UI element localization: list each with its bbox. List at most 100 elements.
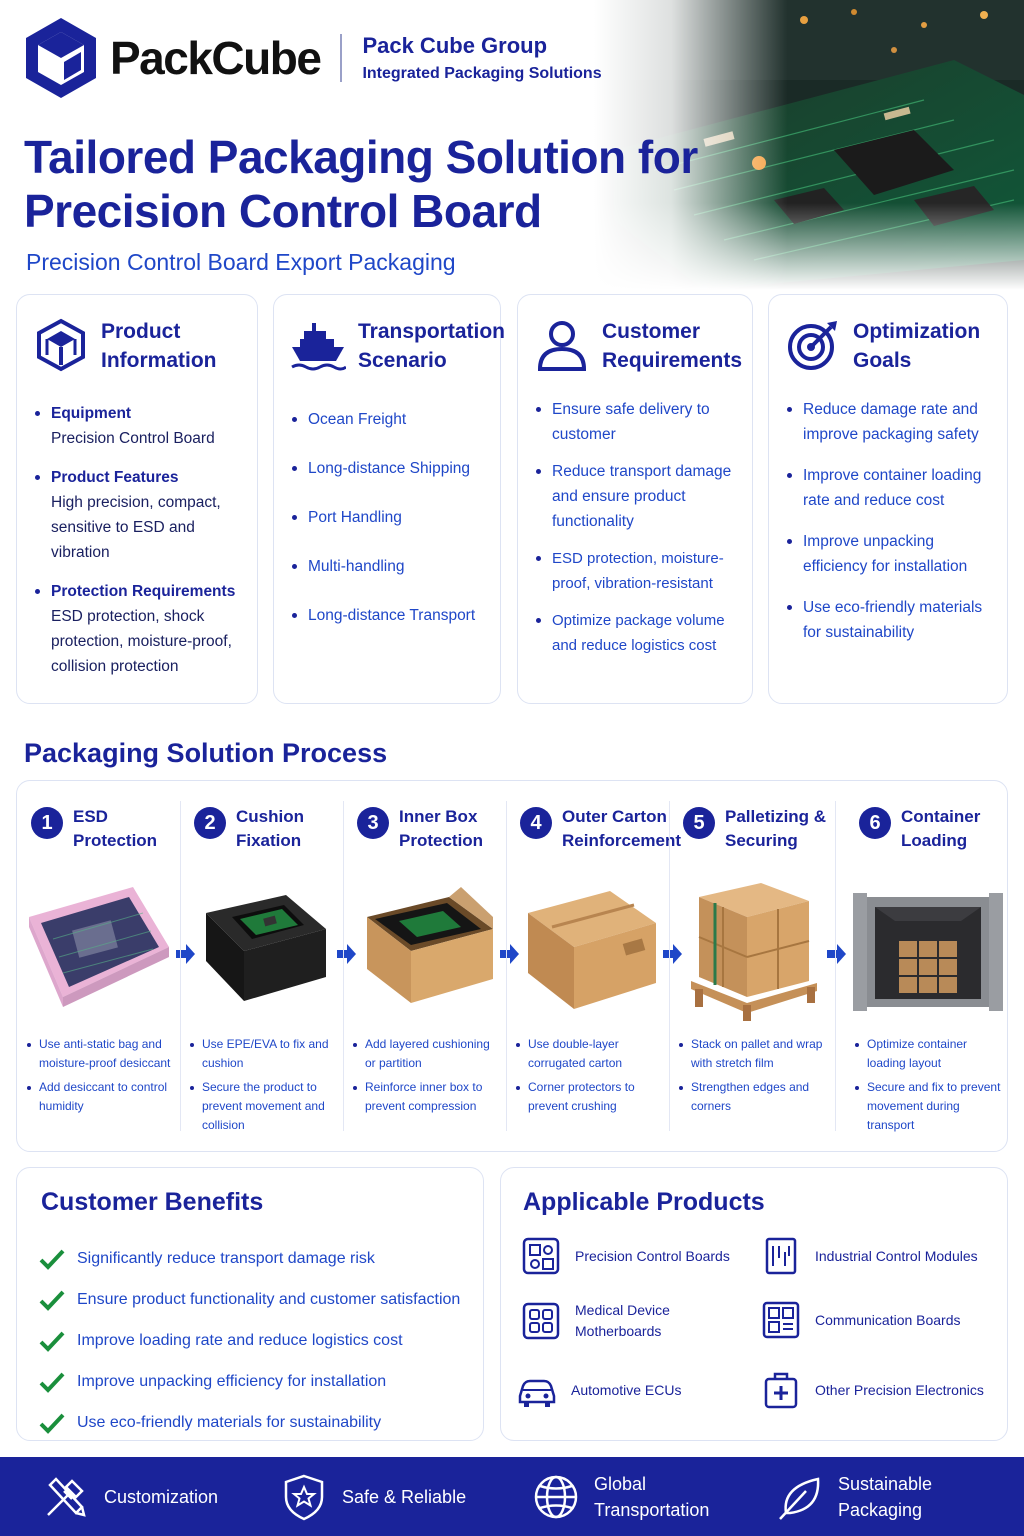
product-label: Industrial Control Modules — [815, 1246, 978, 1267]
step-title-line: Fixation — [236, 831, 302, 850]
product-item: Industrial Control Modules — [761, 1236, 978, 1276]
arrow-right-icon — [500, 944, 519, 964]
benefit-item: Improve unpacking efficiency for install… — [39, 1361, 460, 1402]
step-title-line: Protection — [73, 831, 158, 850]
list-item: Reduce damage rate and improve packaging… — [787, 397, 997, 447]
product-label: Automotive ECUs — [571, 1380, 681, 1401]
user-icon — [537, 321, 587, 371]
step-title-line: Inner Box — [399, 807, 478, 826]
step-notes: Use EPE/EVA to fix and cushion Secure th… — [188, 1035, 339, 1140]
foam-cushion-image — [206, 895, 326, 1001]
benefit-item: Use eco-friendly materials for sustainab… — [39, 1402, 460, 1443]
step-number: 4 — [520, 807, 552, 839]
product-label-line: Automotive ECUs — [571, 1381, 682, 1398]
comm-board-icon — [762, 1301, 800, 1339]
benefits-list: Significantly reduce transport damage ri… — [39, 1238, 460, 1443]
product-label-line: Medical Device — [575, 1302, 670, 1318]
step-title: Palletizing &Securing — [725, 805, 826, 853]
group-tagline: Integrated Packaging Solutions — [362, 65, 602, 82]
step-number: 5 — [683, 807, 715, 839]
step-divider — [669, 801, 670, 1131]
step-number: 3 — [357, 807, 389, 839]
check-icon — [39, 1413, 65, 1434]
brand-name: PackCube — [110, 32, 322, 84]
card-list: Ensure safe delivery to customer Reduce … — [518, 397, 752, 658]
footer-label-line: Transportation — [594, 1499, 710, 1520]
product-label: Other Precision Electronics — [815, 1380, 984, 1401]
step-divider — [835, 801, 836, 1131]
benefit-text: Improve unpacking efficiency for install… — [77, 1372, 387, 1390]
list-item: Improve container loading rate and reduc… — [787, 463, 997, 513]
list-item: Multi-handling — [292, 554, 490, 579]
item-value: Precision Control Board — [51, 430, 215, 447]
card-title-line: Scenario — [358, 349, 447, 372]
medical-kit-icon — [764, 1372, 798, 1409]
footer-item-customization: Customization — [42, 1473, 218, 1521]
list-item: Reduce transport damage and ensure produ… — [536, 459, 742, 534]
step-notes: Stack on pallet and wrap with stretch fi… — [677, 1035, 831, 1121]
arrow-right-icon — [176, 944, 195, 964]
list-item: Port Handling — [292, 505, 490, 530]
item-label: Equipment — [51, 405, 132, 422]
product-label-line: Other Precision Electronics — [815, 1381, 984, 1398]
card-title-line: Information — [101, 349, 217, 372]
group-block: Pack Cube Group Integrated Packaging Sol… — [362, 33, 601, 83]
card-list: Reduce damage rate and improve packaging… — [769, 397, 1007, 645]
check-icon — [39, 1290, 65, 1311]
step-note: Use EPE/EVA to fix and cushion — [188, 1035, 339, 1073]
step-number: 2 — [194, 807, 226, 839]
step-title-line: Container — [901, 807, 981, 826]
card-title-line: Requirements — [602, 349, 743, 372]
globe-icon — [534, 1475, 578, 1518]
card-transportation-scenario: Transportation Scenario Ocean Freight Lo… — [273, 294, 505, 704]
list-item: Ensure safe delivery to customer — [536, 397, 742, 447]
card-list: Ocean Freight Long-distance Shipping Por… — [274, 407, 500, 628]
footer-label-line: Customization — [104, 1486, 219, 1507]
footer-label-line: Global — [594, 1473, 647, 1494]
item-label: Protection Requirements — [51, 583, 236, 600]
footer-label: Safe & Reliable — [342, 1484, 466, 1510]
step-note: Secure and fix to prevent movement durin… — [853, 1078, 1003, 1135]
product-label-line: Industrial Control Modules — [815, 1247, 978, 1264]
logo-divider — [340, 34, 343, 82]
circuit-board-photo — [594, 0, 1024, 290]
footer-label-line: Packaging — [838, 1499, 923, 1520]
step-divider — [180, 801, 181, 1131]
step-divider — [506, 801, 507, 1131]
board-icon — [522, 1237, 560, 1275]
benefit-text: Improve loading rate and reduce logistic… — [77, 1331, 403, 1349]
arrow-right-icon — [663, 944, 682, 964]
group-name: Pack Cube Group — [362, 33, 548, 58]
shield-star-icon — [284, 1474, 324, 1520]
step-title-line: Palletizing & — [725, 807, 827, 826]
footer-item-safe-reliable: Safe & Reliable — [280, 1473, 466, 1521]
product-label: Communication Boards — [815, 1310, 961, 1331]
card-title: Product Information — [101, 317, 217, 375]
product-label: Precision Control Boards — [575, 1246, 730, 1267]
card-optimization-goals: Optimization Goals Reduce damage rate an… — [768, 294, 1008, 704]
product-label-line: Communication Boards — [815, 1311, 961, 1328]
arrow-right-icon — [337, 944, 356, 964]
product-label-line: Precision Control Boards — [575, 1247, 730, 1264]
step-note: Add layered cushioning or partition — [351, 1035, 502, 1073]
step-notes: Optimize container loading layout Secure… — [853, 1035, 1003, 1140]
product-item: Other Precision Electronics — [761, 1370, 984, 1410]
leaf-icon — [779, 1476, 820, 1520]
card-title: Transportation Scenario — [358, 317, 505, 375]
step-note: Use anti-static bag and moisture-proof d… — [25, 1035, 176, 1073]
step-number: 1 — [31, 807, 63, 839]
process-title: Packaging Solution Process — [24, 738, 388, 768]
